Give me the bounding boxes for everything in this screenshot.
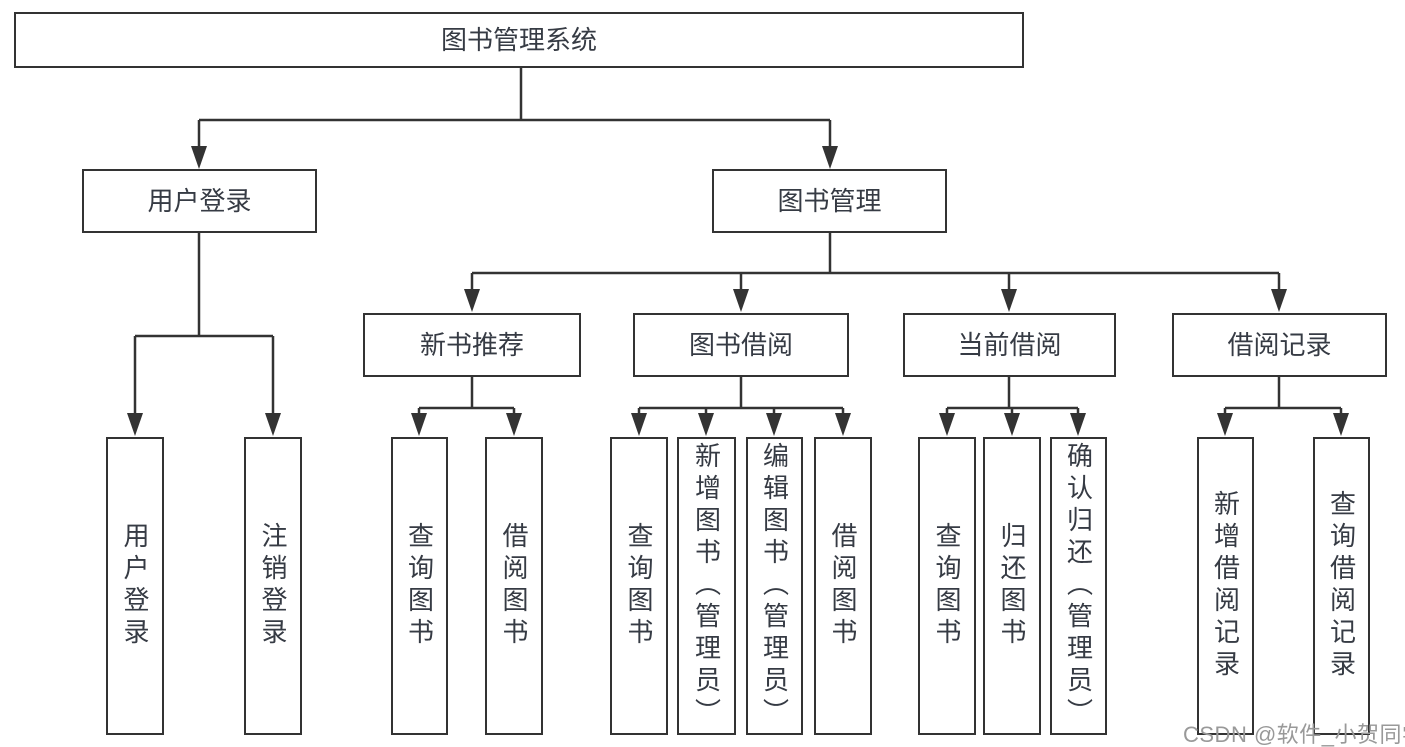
leaf-borrow-books: 借阅图书 xyxy=(814,437,872,735)
leaf-confirm-return-admin: 确认归还（管理员） xyxy=(1050,437,1107,735)
leaf-return-books-label: 归还图书 xyxy=(997,522,1027,650)
leaf-add-book-admin: 新增图书（管理员） xyxy=(677,437,736,735)
leaf-query-borrow-record: 查询借阅记录 xyxy=(1313,437,1370,735)
leaf-query-borrow-record-label: 查询借阅记录 xyxy=(1326,490,1357,682)
leaf-user-login-label: 用户登录 xyxy=(120,522,150,650)
leaf-query-books-borrow: 查询图书 xyxy=(610,437,668,735)
leaf-confirm-return-admin-label: 确认归还（管理员） xyxy=(1063,442,1094,730)
node-current-borrowing: 当前借阅 xyxy=(903,313,1116,377)
node-book-borrowing: 图书借阅 xyxy=(633,313,849,377)
node-book-management-module: 图书管理 xyxy=(712,169,947,233)
connector-strokes xyxy=(133,68,1343,418)
leaf-add-borrow-record-label: 新增借阅记录 xyxy=(1210,490,1241,682)
leaf-edit-book-admin: 编辑图书（管理员） xyxy=(746,437,803,735)
node-new-book-recommendation: 新书推荐 xyxy=(363,313,581,377)
node-library-management-system: 图书管理系统 xyxy=(14,12,1024,68)
leaf-query-books-borrow-label: 查询图书 xyxy=(624,522,654,650)
leaf-query-books-recommend-label: 查询图书 xyxy=(404,522,435,650)
node-user-login-module: 用户登录 xyxy=(82,169,317,233)
leaf-query-books-current-label: 查询图书 xyxy=(932,522,962,650)
leaf-logout: 注销登录 xyxy=(244,437,302,735)
leaf-borrow-books-recommend-label: 借阅图书 xyxy=(499,522,529,650)
csdn-watermark: CSDN @软件_小贺同学 xyxy=(1183,722,1405,747)
leaf-return-books: 归还图书 xyxy=(983,437,1041,735)
leaf-borrow-books-label: 借阅图书 xyxy=(828,522,858,650)
leaf-edit-book-admin-label: 编辑图书（管理员） xyxy=(759,442,790,730)
arrowheads xyxy=(127,146,1349,436)
leaf-logout-label: 注销登录 xyxy=(258,522,288,650)
leaf-borrow-books-recommend: 借阅图书 xyxy=(485,437,543,735)
leaf-add-book-admin-label: 新增图书（管理员） xyxy=(691,442,722,730)
leaf-user-login: 用户登录 xyxy=(106,437,164,735)
leaf-query-books-recommend: 查询图书 xyxy=(391,437,448,735)
leaf-query-books-current: 查询图书 xyxy=(918,437,976,735)
leaf-add-borrow-record: 新增借阅记录 xyxy=(1197,437,1254,735)
node-borrowing-records: 借阅记录 xyxy=(1172,313,1387,377)
